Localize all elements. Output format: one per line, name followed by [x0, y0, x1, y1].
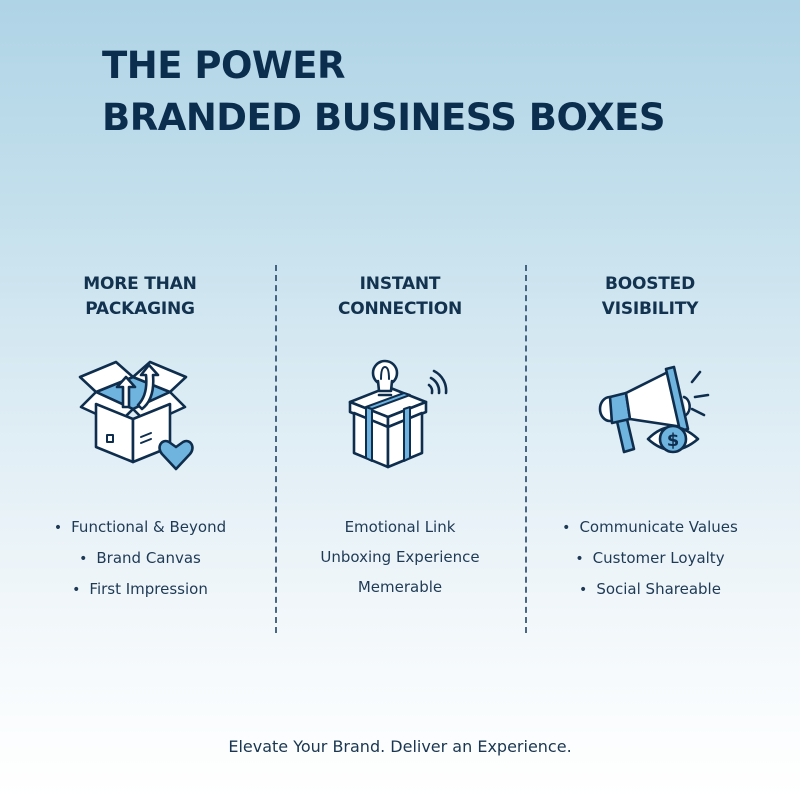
- svg-text:$: $: [666, 430, 679, 451]
- megaphone-eye-dollar-icon: $: [525, 357, 775, 472]
- list-item: First Impression: [15, 574, 265, 605]
- column-instant-connection: INSTANT CONNECTION Emot: [275, 272, 525, 596]
- list-item: Communicate Values: [525, 512, 775, 543]
- title-line-1: THE POWER: [102, 44, 346, 87]
- open-box-arrow-heart-icon: [15, 357, 265, 472]
- column-divider-1: [275, 265, 277, 633]
- column-heading: BOOSTED VISIBILITY: [601, 274, 699, 319]
- column-heading: MORE THAN PACKAGING: [83, 274, 197, 319]
- bullet-list: Functional & Beyond Brand Canvas First I…: [15, 512, 265, 605]
- list-item: Customer Loyalty: [525, 543, 775, 574]
- column-boosted-visibility: BOOSTED VISIBILITY $ Communicate Value: [525, 272, 775, 598]
- tagline: Elevate Your Brand. Deliver an Experienc…: [228, 737, 572, 756]
- column-divider-2: [525, 265, 527, 633]
- title-line-2: BRANDED BUSINESS BOXES: [102, 96, 666, 139]
- list-item: Social Shareable: [525, 574, 775, 605]
- list-item: Memerable: [357, 578, 443, 596]
- list-item: Brand Canvas: [15, 543, 265, 574]
- column-more-than-packaging: MORE THAN PACKAGING: [15, 272, 265, 598]
- list-item: Emotional Link: [344, 518, 456, 536]
- gift-box-lightbulb-icon: [275, 357, 525, 472]
- column-heading: INSTANT CONNECTION: [337, 274, 463, 319]
- list-item: Unboxing Experience: [320, 548, 480, 566]
- bullet-list: Communicate Values Customer Loyalty Soci…: [525, 512, 775, 605]
- page-title: THE POWER BRANDED BUSINESS BOXES: [102, 40, 666, 144]
- bullet-list: Emotional Link Unboxing Experience Memer…: [275, 512, 525, 602]
- list-item: Functional & Beyond: [15, 512, 265, 543]
